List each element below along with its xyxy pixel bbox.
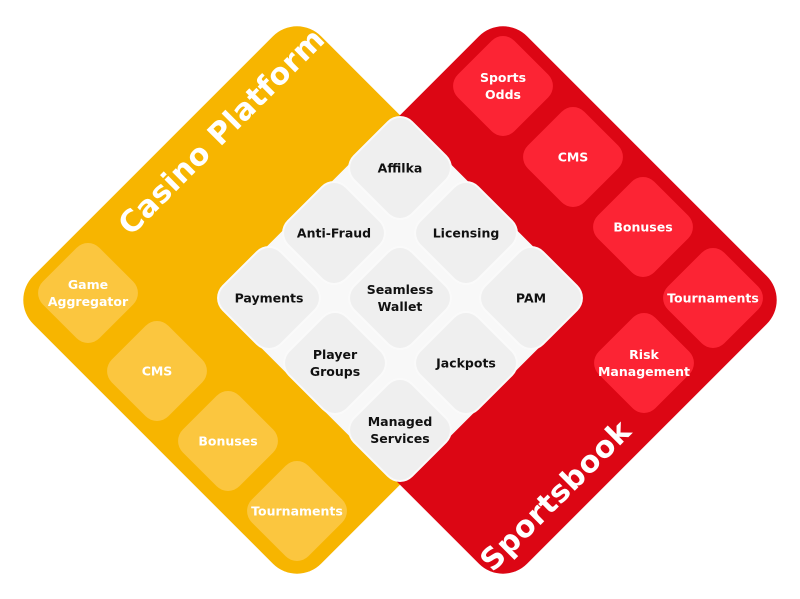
label-line: Bonuses (198, 433, 258, 449)
casino-label: Bonuses (198, 433, 257, 450)
label-line: Payments (234, 290, 304, 306)
core-label: Payments (235, 290, 304, 307)
label-line: CMS (141, 363, 173, 379)
label-line: Player (312, 347, 358, 362)
casino-label: Tournaments (251, 503, 343, 520)
label-line: Risk (629, 347, 659, 362)
label-line: Services (370, 431, 430, 446)
label-line: Odds (485, 87, 521, 102)
label-line: PAM (515, 290, 547, 306)
core-label: Jackpots (436, 355, 496, 372)
label-line: Licensing (432, 225, 500, 241)
label-line: Affilka (377, 160, 423, 176)
label-line: Sports (479, 70, 527, 85)
label-line: Wallet (377, 299, 423, 314)
core-label: Affilka (378, 160, 423, 177)
sportsbook-label: Bonuses (613, 219, 672, 236)
label-line: Aggregator (47, 294, 129, 309)
core-label: Licensing (433, 225, 500, 242)
core-label: Anti-Fraud (297, 225, 371, 242)
label-line: Tournaments (251, 503, 343, 519)
label-line: Game (67, 277, 109, 292)
label-line: Tournaments (667, 290, 759, 306)
sportsbook-label: Tournaments (667, 290, 759, 307)
casino-label: CMS (142, 363, 173, 380)
label-line: Groups (309, 364, 361, 379)
label-line: Jackpots (436, 355, 496, 371)
label-line: Bonuses (613, 219, 673, 235)
label-line: CMS (557, 149, 589, 165)
label-line: Anti-Fraud (296, 225, 372, 241)
label-line: Seamless (366, 282, 434, 297)
label-line: Managed (367, 414, 433, 429)
core-label: PAM (516, 290, 546, 307)
label-line: Management (597, 364, 691, 379)
sportsbook-label: CMS (558, 149, 589, 166)
